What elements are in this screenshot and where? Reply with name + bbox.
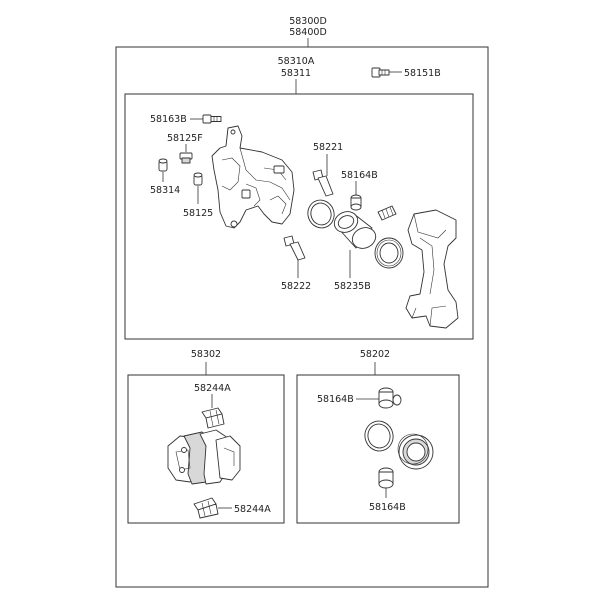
label-58235B: 58235B <box>334 281 371 292</box>
piston-58235B-part <box>333 211 377 249</box>
seal-ring-part <box>307 199 335 229</box>
spring-part <box>377 205 397 221</box>
label-assembly-top: 58300D <box>289 16 327 27</box>
bolt-58163B-part <box>202 114 222 124</box>
label-58164B-kit-upper: 58164B <box>317 394 354 405</box>
label-assembly-bottom: 58400D <box>289 27 327 38</box>
boot-58164B-kit-lower-part <box>378 467 394 489</box>
caliper-housing-part <box>211 125 295 229</box>
label-58163B: 58163B <box>150 114 187 125</box>
label-caliper-assy-top: 58310A <box>278 56 315 67</box>
cap-58314-part <box>158 158 168 172</box>
label-58244A-upper: 58244A <box>194 383 231 394</box>
label-58164B-upper: 58164B <box>341 170 378 181</box>
bolt-58151B-part <box>371 67 390 78</box>
seal-kit-ring-part <box>364 420 394 452</box>
assembly-frame <box>115 46 489 588</box>
label-58221: 58221 <box>313 142 343 153</box>
boot-58164B-kit-upper-part <box>378 387 402 409</box>
pin-58221-part <box>312 169 334 197</box>
clip-58244A-lower-part <box>193 497 219 519</box>
label-seal-kit: 58202 <box>360 349 390 360</box>
clip-58244A-upper-part <box>201 407 225 429</box>
label-58244A-lower: 58244A <box>234 504 271 515</box>
label-58164B-kit-lower: 58164B <box>369 502 406 513</box>
caliper-frame <box>124 93 474 340</box>
label-58222: 58222 <box>281 281 311 292</box>
nipple-58125-part <box>193 172 203 186</box>
label-58151B: 58151B <box>404 68 441 79</box>
label-58314: 58314 <box>150 185 180 196</box>
carrier-bracket-part <box>405 209 459 329</box>
seal-kit-boot-part <box>397 433 434 470</box>
label-58125: 58125 <box>183 208 213 219</box>
cap-58125F-part <box>179 152 193 164</box>
pin-58222-part <box>283 235 306 261</box>
dust-boot-part <box>374 237 404 269</box>
label-caliper-assy-bottom: 58311 <box>281 68 311 79</box>
brake-pads-part <box>167 429 241 485</box>
boot-58164B-upper-part <box>350 194 362 211</box>
seal-kit-frame <box>296 374 460 524</box>
label-pad-kit: 58302 <box>191 349 221 360</box>
label-58125F: 58125F <box>167 133 203 144</box>
